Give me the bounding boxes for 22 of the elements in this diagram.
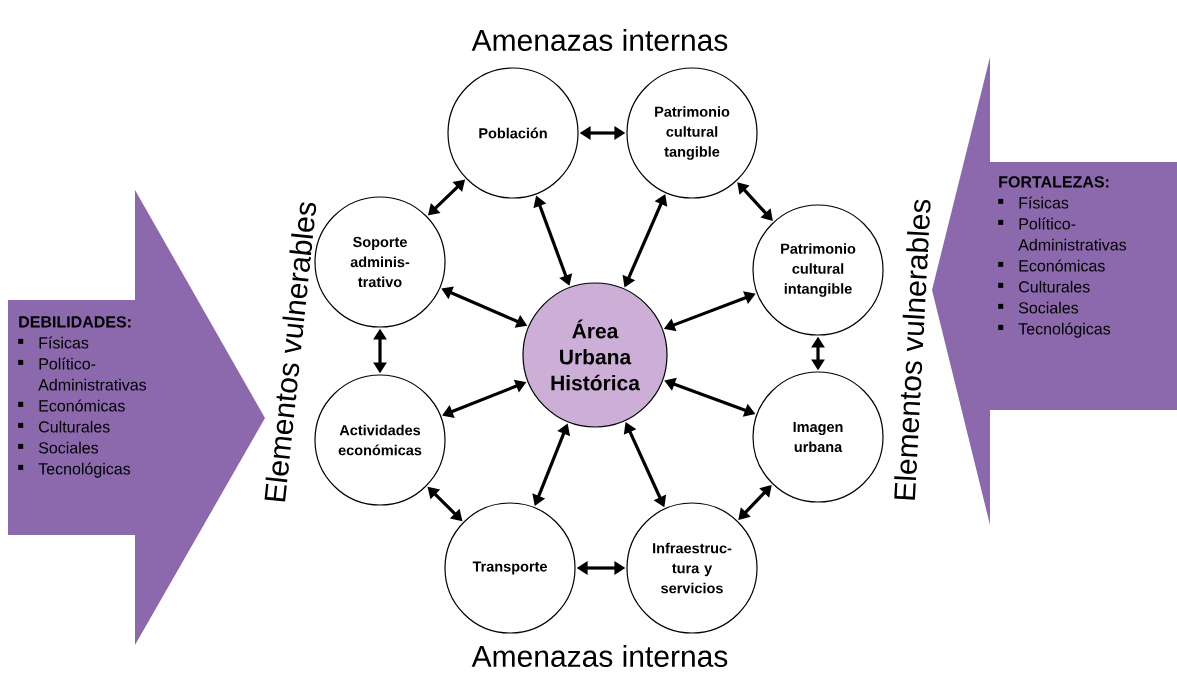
block-arrow [8,190,265,645]
list-item: Económicas [998,259,1105,272]
side-label: Elementos vulnerables [894,199,931,500]
list-item: Culturales [998,280,1090,293]
list-item: Económicas [18,399,125,412]
list-item: Físicas [18,336,89,349]
heading-text: Amenazas internas [471,645,728,668]
list-item: Político-Administrativas [998,217,1127,251]
list-item: Sociales [998,301,1079,314]
double-arrow [738,485,772,520]
list-heading: DEBILIDADES: [19,316,131,328]
double-arrow [737,182,773,221]
heading-text: Amenazas internas [471,29,728,51]
list-item: Físicas [998,196,1069,209]
list-item: Culturales [18,420,110,433]
list-item: Sociales [18,441,99,454]
side-label: Elementos vulnerables [264,202,317,502]
block-arrow [932,57,1177,525]
list-item: Tecnológicas [18,462,131,478]
list-heading: FORTALEZAS: [999,176,1109,188]
list-item: Tecnológicas [998,322,1111,338]
list-item: Político-Administrativas [18,357,147,391]
